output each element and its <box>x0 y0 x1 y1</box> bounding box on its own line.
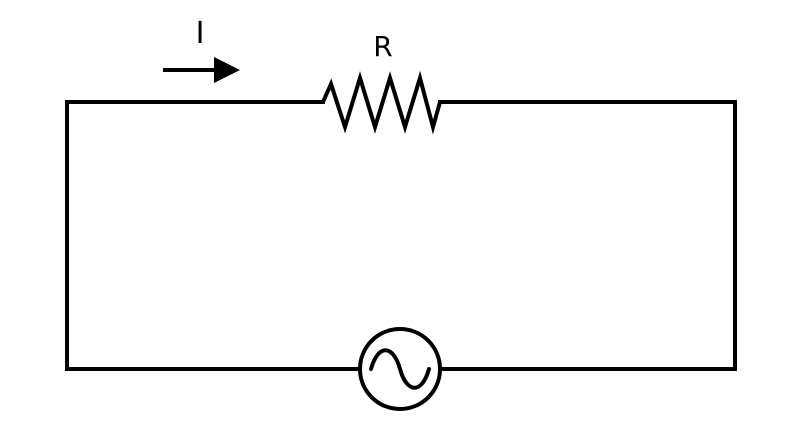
resistor-symbol <box>321 70 442 135</box>
wire-left <box>65 100 362 371</box>
resistor-label: R <box>373 30 392 63</box>
ac-source-symbol <box>358 327 442 411</box>
sine-wave-icon <box>369 348 431 390</box>
wire-right <box>438 100 737 371</box>
current-arrow-icon <box>163 57 240 83</box>
current-label: I <box>196 16 205 51</box>
